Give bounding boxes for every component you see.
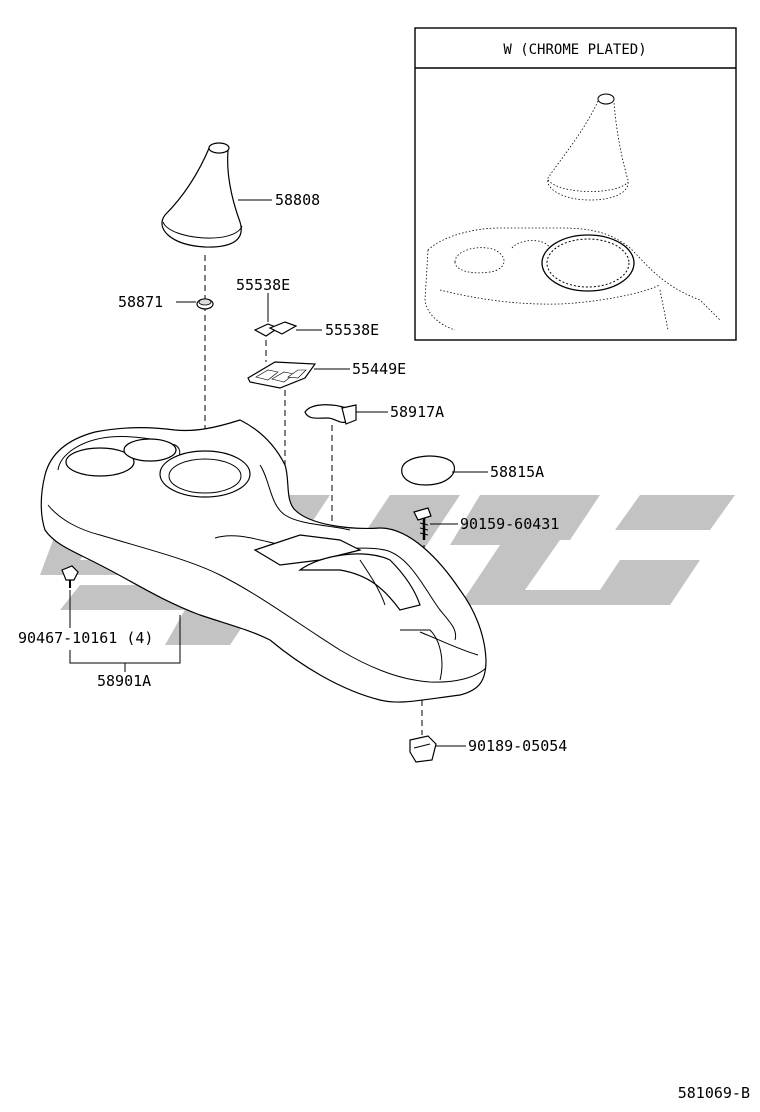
shift-boot-drawing [161,142,272,248]
chrome-console-drawing [424,227,721,331]
label-shift-boot: 58808 [275,191,320,209]
label-nut: 90189-05054 [468,737,567,755]
mat-drawing [247,361,350,389]
label-clip-side: 55538E [325,321,379,339]
label-lid: 58917A [390,403,444,421]
clip-upper-drawing [253,293,322,337]
chrome-boot-drawing [547,93,629,201]
lid-drawing [304,404,388,425]
label-screw: 90159-60431 [460,515,559,533]
boot-retainer-drawing [176,298,214,310]
console-box-drawing [40,419,487,703]
nut-drawing [409,735,466,763]
label-boot-retainer: 58871 [118,293,163,311]
screw-drawing [413,507,458,540]
drawing-id: 581069-B [678,1084,750,1102]
label-cap: 58815A [490,463,544,481]
label-mat: 55449E [352,360,406,378]
clip-left-drawing [61,565,79,628]
inset-title: W (CHROME PLATED) [503,42,646,58]
label-clip-upper: 55538E [236,276,290,294]
inset-panel: W (CHROME PLATED) [414,27,737,341]
label-console-box: 58901A [97,672,151,690]
cap-drawing [401,455,488,486]
label-clip-left: 90467-10161 (4) [18,629,153,647]
